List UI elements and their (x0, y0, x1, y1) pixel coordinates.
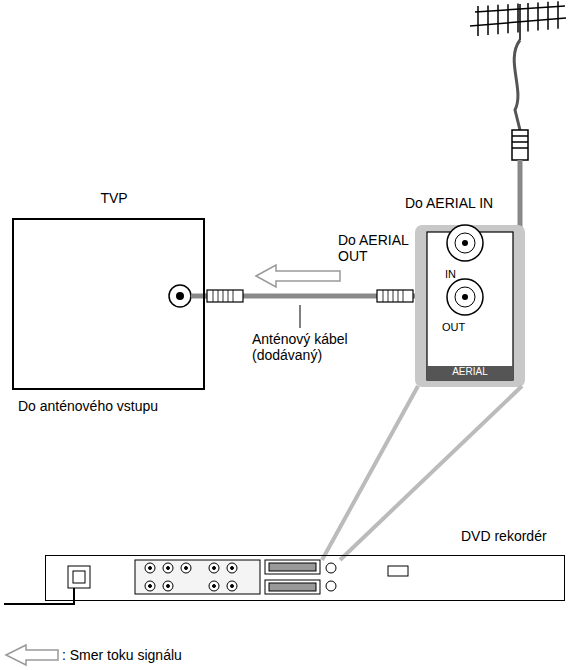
leader-line (300, 305, 301, 328)
aerial-panel: Do AERIAL ININOUTAERIAL (415, 225, 525, 387)
signal-flow-arrow (256, 265, 340, 287)
aerial-panel (415, 225, 525, 387)
port-label: Do AERIAL IN (405, 195, 530, 211)
input-label: Do anténového vstupu (18, 398, 218, 414)
recorder-rear-panel (68, 560, 408, 594)
power-cord (4, 588, 74, 604)
device-label: DVD rekordér (461, 528, 566, 544)
port-label: Do AERIAL OUT (338, 232, 418, 264)
jack-label: OUT (442, 321, 472, 334)
legend-text: : Smer toku signálu (62, 647, 182, 663)
device-label: TVP (84, 190, 144, 206)
antenna-cable (205, 290, 415, 302)
antenna (470, 1, 566, 160)
dvd-recorder: DVD rekordér (45, 555, 565, 601)
legend-arrow-sample (6, 645, 58, 665)
tv-jack (169, 285, 206, 307)
jack-label: IN (445, 268, 470, 281)
tv-box: TVP (12, 218, 205, 390)
panel-label: AERIAL (427, 366, 513, 378)
cable-label: Anténový kábel (dodávaný) (252, 331, 367, 363)
